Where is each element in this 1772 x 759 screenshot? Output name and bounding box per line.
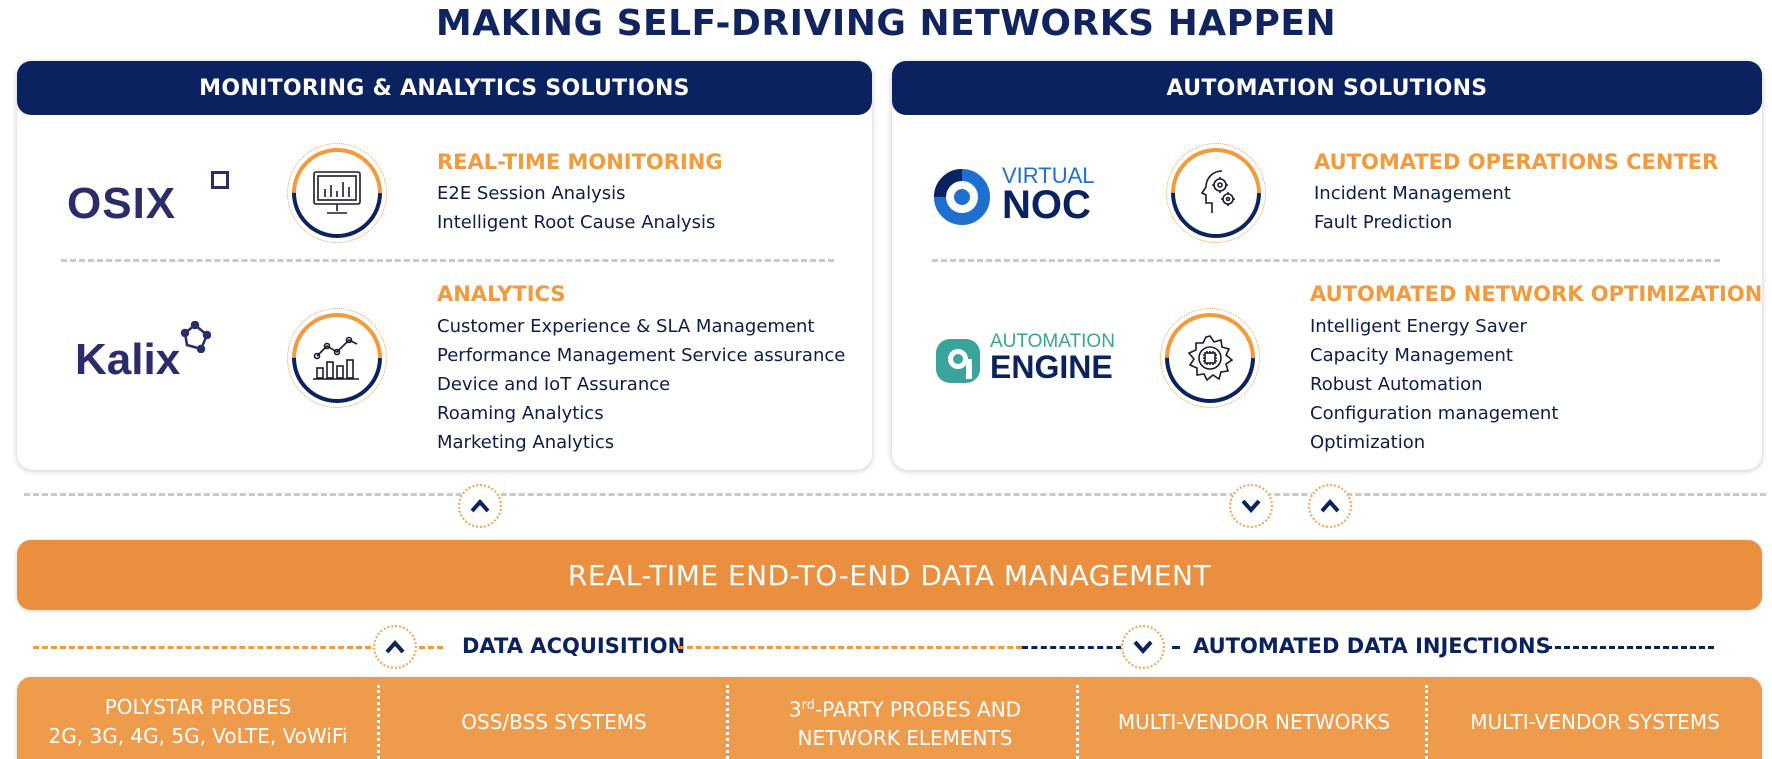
acquisition-line	[33, 646, 371, 649]
acquisition-line	[678, 646, 1022, 649]
gear-chip-icon	[1187, 335, 1234, 382]
row-divider	[61, 259, 834, 262]
analytics-chart-icon	[313, 336, 359, 380]
feature-item: Optimization	[1310, 432, 1426, 453]
feature-item: E2E Session Analysis	[437, 183, 626, 204]
chevron-down-icon	[1133, 640, 1153, 655]
injection-line	[1022, 646, 1122, 649]
feature-item: Performance Management Service assurance	[437, 345, 846, 366]
section-title-monitoring: REAL-TIME MONITORING	[437, 150, 723, 174]
head-gears-icon	[1200, 170, 1235, 213]
osix-logo: OSIX	[67, 171, 229, 231]
kalix-logo-text: Kalix	[75, 335, 181, 384]
automation-engine-logo: AUTOMATION ENGINE	[934, 331, 1134, 391]
monitoring-analytics-panel: MONITORING & ANALYTICS SOLUTIONS OSIX RE…	[17, 61, 872, 470]
source-line: 2G, 3G, 4G, 5G, VoLTE, VoWiFi	[48, 724, 348, 748]
data-management-title: REAL-TIME END-TO-END DATA MANAGEMENT	[567, 558, 1212, 592]
injection-line	[1546, 646, 1714, 649]
panel-header: MONITORING & ANALYTICS SOLUTIONS	[17, 61, 872, 115]
chevron-up-icon	[385, 639, 405, 654]
source-line: MULTI-VENDOR SYSTEMS	[1470, 709, 1720, 734]
source-line: 3	[788, 697, 802, 722]
injection-line	[1172, 646, 1180, 649]
analytics-icon-badge	[273, 294, 401, 422]
section-title-operations: AUTOMATED OPERATIONS CENTER	[1314, 150, 1719, 174]
automation-panel: AUTOMATION SOLUTIONS VIRTUAL NOC AUTOMAT…	[892, 61, 1762, 470]
chevron-up-icon	[470, 498, 490, 513]
chevron-down-icon	[1241, 499, 1261, 514]
virtual-noc-logo: VIRTUAL NOC	[932, 161, 1112, 231]
source-line: OSS/BSS SYSTEMS	[461, 709, 647, 734]
feature-item: Roaming Analytics	[437, 403, 604, 424]
monitoring-icon-badge	[273, 129, 401, 257]
data-sources-bar: POLYSTAR PROBES 2G, 3G, 4G, 5G, VoLTE, V…	[17, 677, 1762, 759]
feature-item: Fault Prediction	[1314, 212, 1453, 233]
source-multi-vendor-systems: MULTI-VENDOR SYSTEMS	[1428, 677, 1762, 759]
feature-item: Customer Experience & SLA Management	[437, 316, 815, 337]
source-polystar-probes: POLYSTAR PROBES 2G, 3G, 4G, 5G, VoLTE, V…	[17, 677, 379, 759]
panel-header: AUTOMATION SOLUTIONS	[892, 61, 1762, 115]
flow-up-chevron	[458, 484, 502, 528]
acquisition-up-chevron	[373, 625, 417, 669]
logo-big-text: NOC	[1002, 183, 1091, 227]
source-line: MULTI-VENDOR NETWORKS	[1117, 709, 1391, 734]
panel-flow-divider	[24, 493, 1766, 496]
source-line: NETWORK ELEMENTS	[797, 726, 1013, 751]
feature-item: Configuration management	[1310, 403, 1559, 424]
source-line: -PARTY PROBES AND	[815, 697, 1022, 722]
optimization-icon-badge	[1146, 294, 1274, 422]
kalix-logo: Kalix	[75, 321, 225, 391]
operations-icon-badge	[1152, 129, 1280, 257]
data-acquisition-label: DATA ACQUISITION	[462, 634, 686, 658]
osix-logo-text: OSIX	[67, 179, 177, 228]
logo-big-text: ENGINE	[990, 349, 1113, 385]
automated-data-injections-label: AUTOMATED DATA INJECTIONS	[1193, 634, 1551, 658]
feature-item: Incident Management	[1314, 183, 1511, 204]
source-oss-bss: OSS/BSS SYSTEMS	[379, 677, 729, 759]
data-management-bar: REAL-TIME END-TO-END DATA MANAGEMENT	[17, 540, 1762, 610]
source-multi-vendor-networks: MULTI-VENDOR NETWORKS	[1079, 677, 1429, 759]
ring-logo-icon	[934, 169, 990, 225]
feature-item: Intelligent Root Cause Analysis	[437, 212, 716, 233]
network-node-icon	[180, 321, 211, 353]
section-title-analytics: ANALYTICS	[437, 282, 566, 306]
injection-down-chevron	[1121, 625, 1165, 669]
source-third-party-probes: 3rd-PARTY PROBES AND NETWORK ELEMENTS	[729, 677, 1081, 759]
source-divider	[377, 685, 380, 759]
chevron-up-icon	[1320, 498, 1340, 513]
logo-small-text: AUTOMATION	[990, 331, 1115, 352]
feature-item: Robust Automation	[1310, 374, 1483, 395]
feature-item: Device and IoT Assurance	[437, 374, 671, 395]
flow-up-chevron	[1308, 484, 1352, 528]
acquisition-line	[419, 646, 443, 649]
superscript: rd	[801, 697, 816, 713]
source-line: POLYSTAR PROBES	[104, 695, 292, 719]
section-title-optimization: AUTOMATED NETWORK OPTIMIZATION	[1310, 282, 1763, 306]
feature-item: Marketing Analytics	[437, 432, 615, 453]
feature-item: Intelligent Energy Saver	[1310, 316, 1527, 337]
logo-small-text: VIRTUAL	[1002, 163, 1095, 188]
square-outline-icon	[211, 171, 229, 189]
source-divider	[1076, 685, 1079, 759]
source-divider	[1425, 685, 1428, 759]
source-divider	[726, 685, 729, 759]
flow-down-chevron	[1229, 484, 1273, 528]
page-title: MAKING SELF-DRIVING NETWORKS HAPPEN	[435, 3, 1337, 44]
monitor-chart-icon	[313, 171, 361, 214]
a-mark-logo-icon	[936, 339, 980, 383]
feature-item: Capacity Management	[1310, 345, 1513, 366]
row-divider	[932, 259, 1720, 262]
